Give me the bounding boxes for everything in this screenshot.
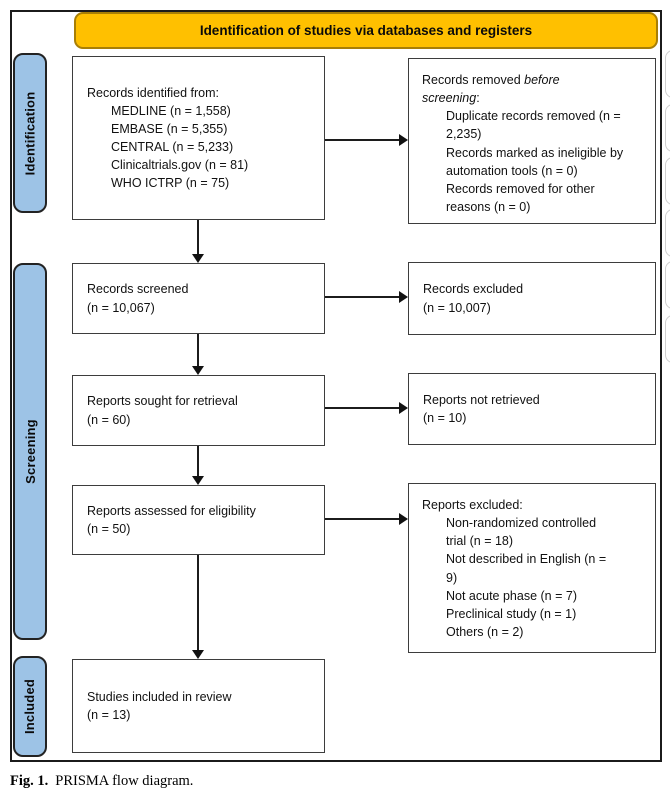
box-reports-excluded: Reports excluded: Non-randomized control… [408,483,656,653]
figure-caption-text: PRISMA flow diagram. [55,773,194,789]
stage-bar-screening: Screening [13,263,47,640]
box-records-identified: Records identified from: MEDLINE (n = 1,… [72,56,325,220]
stage-label-screening: Screening [22,419,38,484]
source-who-ictrp: WHO ICTRP (n = 75) [111,176,230,191]
records-excluded-line1: Records excluded [423,282,524,297]
records-screened-line1: Records screened [87,282,189,297]
reports-not-retrieved-line1: Reports not retrieved [423,392,540,407]
stage-bar-identification: Identification [13,53,47,213]
header-banner: Identification of studies via databases … [74,12,658,49]
box-records-removed: Records removed before screening: Duplic… [408,58,656,224]
figure-caption-label: Fig. 1. [10,773,49,789]
removed-automation: Records marked as ineligible by automati… [446,145,624,178]
header-title: Identification of studies via databases … [199,23,533,38]
excluded-others: Others (n = 2) [446,624,524,639]
records-excluded-line2: (n = 10,007) [423,300,491,315]
cut-off-box-fragment [665,157,670,205]
excluded-not-acute: Not acute phase (n = 7) [446,588,577,603]
cut-off-box-fragment [665,50,670,98]
stage-bar-included: Included [13,656,47,757]
box-reports-sought: Reports sought for retrieval (n = 60) [72,375,325,446]
reports-sought-line2: (n = 60) [87,412,131,427]
records-removed-intro: Records removed before screening: [422,73,560,106]
removed-other: Records removed for other reasons (n = 0… [446,181,595,214]
box-records-screened: Records screened (n = 10,067) [72,263,325,334]
cut-off-box-fragment [665,261,670,309]
box-reports-not-retrieved: Reports not retrieved (n = 10) [408,373,656,445]
removed-duplicates: Duplicate records removed (n = 2,235) [446,109,621,142]
studies-included-line2: (n = 13) [87,708,131,722]
stage-label-identification: Identification [22,91,38,175]
figure-caption: Fig. 1. PRISMA flow diagram. [10,773,193,790]
stage-label-included: Included [22,678,38,735]
excluded-preclinical: Preclinical study (n = 1) [446,606,577,621]
records-screened-line2: (n = 10,067) [87,300,155,315]
source-central: CENTRAL (n = 5,233) [111,140,234,154]
excluded-non-randomized: Non-randomized controlled trial (n = 18) [446,516,597,549]
cut-off-box-fragment [665,104,670,152]
reports-assessed-line2: (n = 50) [87,522,131,536]
reports-assessed-line1: Reports assessed for eligibility [87,503,256,518]
cut-off-box-fragment [665,315,670,363]
records-identified-intro: Records identified from: [87,85,220,100]
excluded-not-english: Not described in English (n = 9) [446,552,607,585]
reports-sought-line1: Reports sought for retrieval [87,394,238,409]
reports-not-retrieved-line2: (n = 10) [423,411,467,425]
box-studies-included: Studies included in review (n = 13) [72,659,325,753]
diagram-outer-frame [10,10,662,762]
studies-included-line1: Studies included in review [87,689,232,704]
cut-off-box-fragment [665,209,670,257]
source-medline: MEDLINE (n = 1,558) [111,103,231,118]
box-records-excluded: Records excluded (n = 10,007) [408,262,656,335]
reports-excluded-intro: Reports excluded: [422,498,523,512]
box-reports-assessed: Reports assessed for eligibility (n = 50… [72,485,325,555]
source-clinicaltrials: Clinicaltrials.gov (n = 81) [111,158,249,173]
source-embase: EMBASE (n = 5,355) [111,121,228,136]
